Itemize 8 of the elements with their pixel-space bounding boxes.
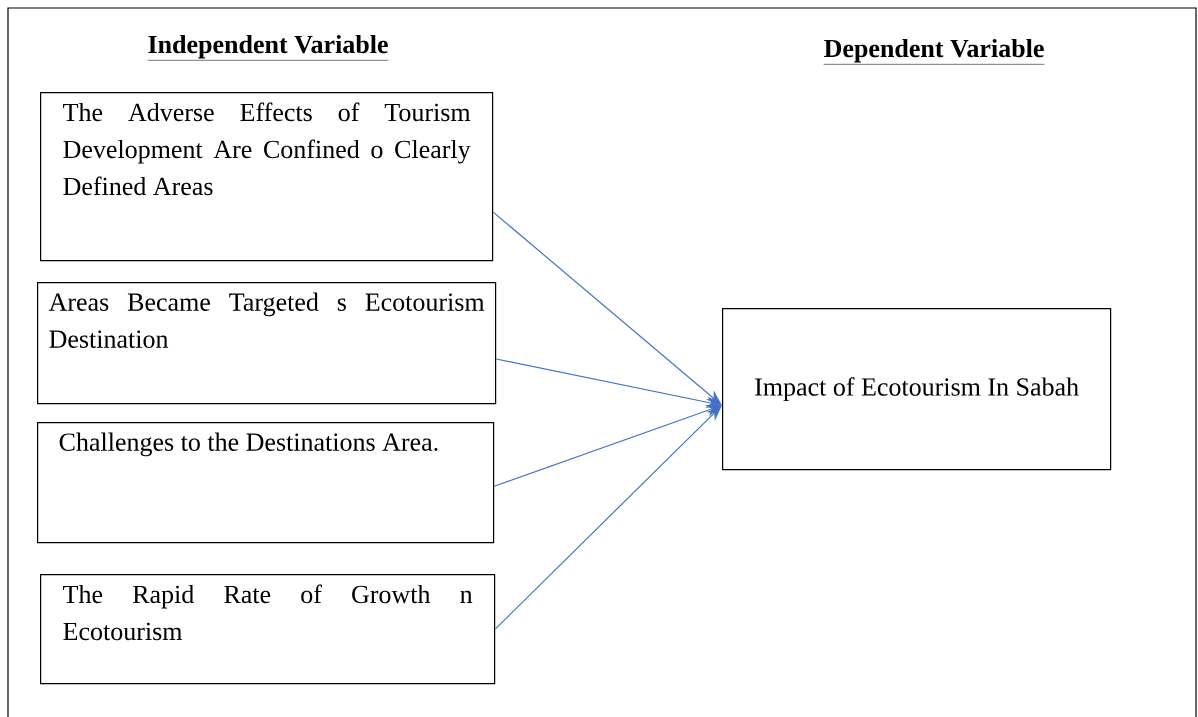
text-box: Impact of Ecotourism In Sabah — [722, 308, 1112, 471]
arrow — [494, 405, 722, 630]
heading: Dependent Variable — [823, 38, 1045, 65]
heading: Independent Variable — [147, 34, 389, 61]
text-box: Challenges to the Destinations Area. — [37, 422, 495, 544]
text-box: The Adverse Effects of Tourism Development Are Confined o Clearly Defined Areas — [40, 92, 494, 262]
text-box: The Rapid Rate of Growth n Ecotourism — [40, 574, 496, 685]
text-box: Areas Became Targeted s Ecotourism Destination — [37, 282, 497, 405]
